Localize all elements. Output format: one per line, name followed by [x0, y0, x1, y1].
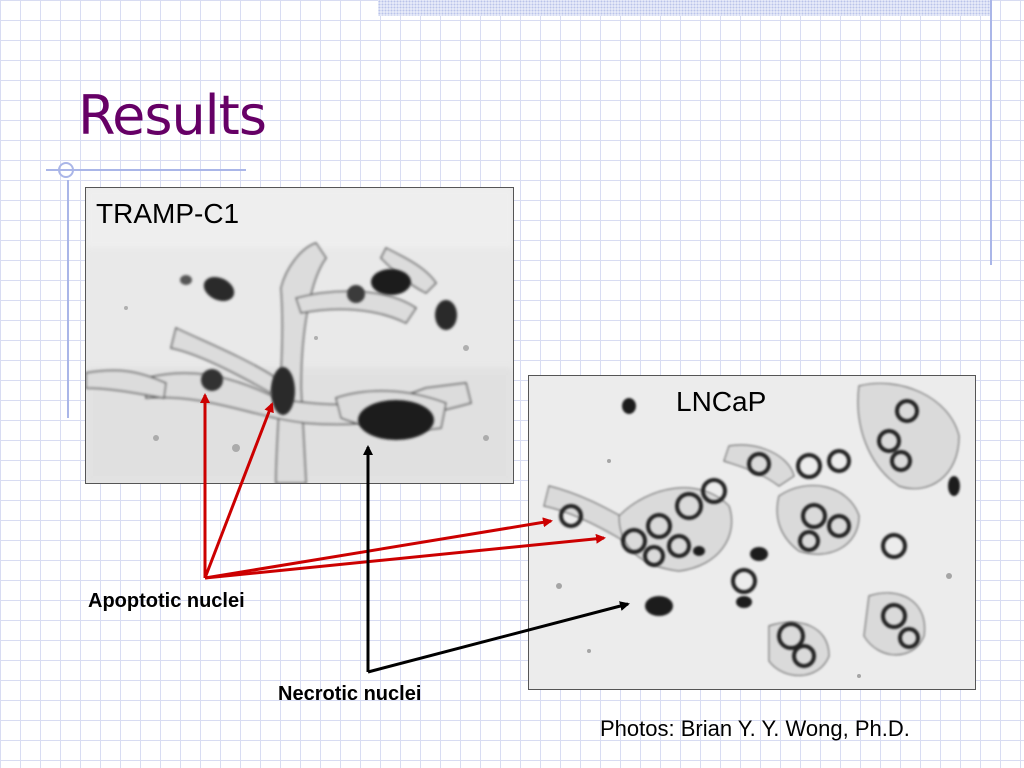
necrotic-arrows	[363, 445, 630, 674]
apoptotic-arrows	[200, 393, 606, 580]
decorative-left-line	[67, 180, 69, 418]
necrotic-arrow-2	[367, 601, 630, 674]
tramp-c1-micrograph-drawing	[86, 188, 513, 483]
decorative-header-band	[378, 0, 990, 16]
title-underline	[46, 169, 246, 171]
apoptotic-nuclei-label: Apoptotic nuclei	[88, 590, 245, 612]
apoptotic-arrow-3	[204, 517, 553, 580]
dark-fragments	[622, 398, 960, 616]
necrotic-nuclei-label: Necrotic nuclei	[278, 683, 422, 705]
nuclei	[180, 269, 457, 440]
slide-title: Results	[78, 84, 267, 147]
lncap-label: LNCaP	[676, 386, 767, 417]
tramp-c1-label: TRAMP-C1	[96, 198, 240, 229]
apoptotic-arrow-4	[204, 533, 606, 580]
lncap-micrograph: LNCaP	[528, 375, 976, 690]
apoptotic-arrow-2	[203, 402, 274, 579]
title-rule-circle	[58, 162, 74, 178]
tramp-c1-micrograph: TRAMP-C1	[85, 187, 514, 484]
photo-credit: Photos: Brian Y. Y. Wong, Ph.D.	[600, 716, 910, 741]
lncap-micrograph-drawing	[529, 376, 975, 689]
decorative-right-line	[990, 0, 992, 265]
nuclei-rings	[559, 399, 920, 668]
